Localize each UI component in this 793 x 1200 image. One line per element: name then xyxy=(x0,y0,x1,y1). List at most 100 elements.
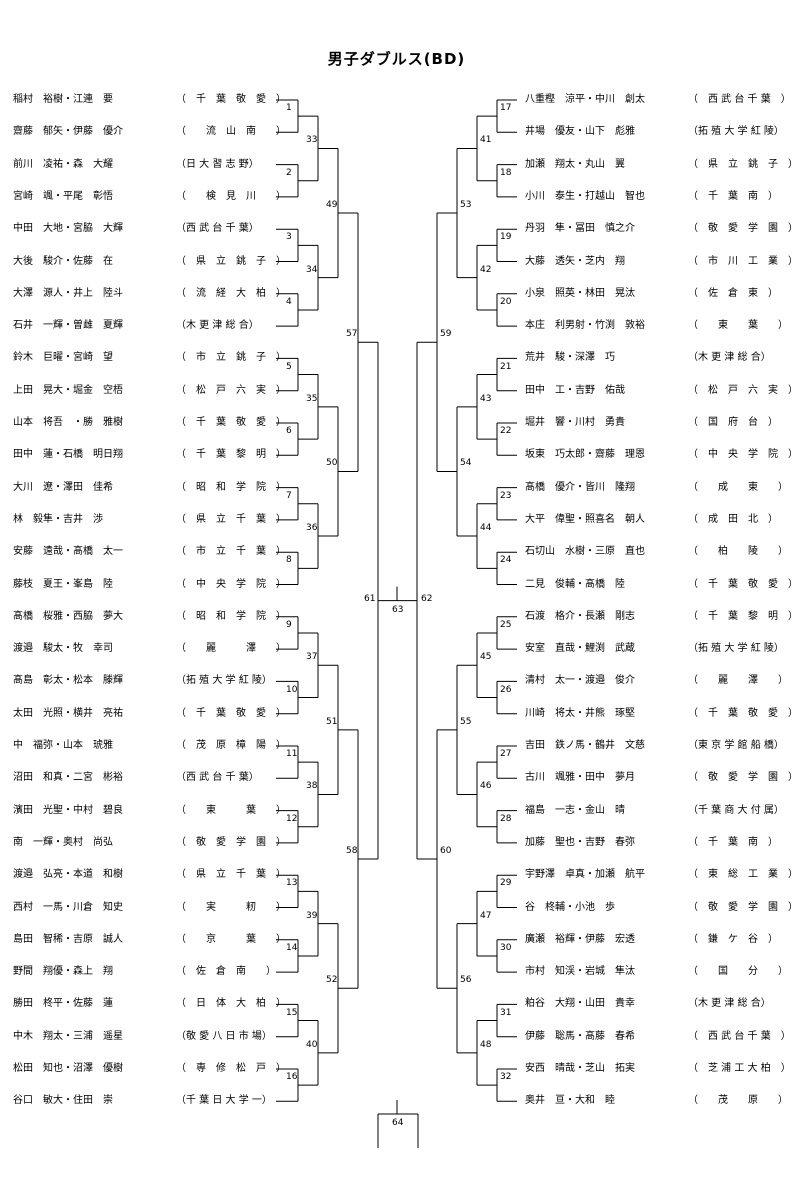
right-player-names: 伊藤 聡馬・髙藤 春希 xyxy=(525,1030,635,1042)
left-player-names: 渡邉 弘亮・本道 和樹 xyxy=(13,869,123,881)
left-player-school: （ 県 立 千 葉 ） xyxy=(176,869,286,881)
right-player-names: 大平 偉聖・照喜名 朝人 xyxy=(525,513,645,525)
match-number: 50 xyxy=(326,458,338,469)
right-player-names: 小川 泰生・打越山 智也 xyxy=(525,190,645,202)
match-number: 3 xyxy=(286,232,292,243)
match-number: 12 xyxy=(286,813,298,824)
right-player-names: 髙橋 優介・皆川 隆翔 xyxy=(525,481,635,493)
left-player-school: （ 中 央 学 院 ） xyxy=(176,578,286,590)
left-player-names: 渡邉 駿太・牧 幸司 xyxy=(13,643,113,655)
match-number: 14 xyxy=(286,942,298,953)
match-number: 27 xyxy=(500,749,512,760)
right-player-school: （ 千 葉 黎 明 ） xyxy=(688,610,793,622)
left-player-names: 太田 光照・横井 亮祐 xyxy=(13,707,123,719)
match-number: 52 xyxy=(326,975,338,986)
match-number: 55 xyxy=(460,716,472,727)
match-number: 39 xyxy=(306,910,318,921)
left-player-names: 安藤 遠哉・髙橋 太一 xyxy=(13,546,123,558)
match-number: 9 xyxy=(286,619,292,630)
left-player-names: 沼田 和真・二宮 彬裕 xyxy=(13,772,123,784)
match-number: 35 xyxy=(306,393,318,404)
right-player-names: 小泉 照英・林田 晃汰 xyxy=(525,287,635,299)
left-player-names: 島田 智稀・吉原 誠人 xyxy=(13,933,123,945)
left-player-names: 藤枝 夏王・峯島 陸 xyxy=(13,578,113,590)
match-number: 2 xyxy=(286,167,292,178)
left-player-names: 田中 蓮・石橋 明日翔 xyxy=(13,449,123,461)
match-number: 17 xyxy=(500,103,512,114)
left-player-school: （ 実 籾 ） xyxy=(176,901,286,913)
left-player-school: （ 佐 倉 南 ） xyxy=(176,966,276,978)
match-number: 30 xyxy=(500,942,512,953)
page-title: 男子ダブルス(BD) xyxy=(327,50,466,68)
match-number: 46 xyxy=(480,781,492,792)
right-player-school: （ 麗 澤 ） xyxy=(688,675,788,687)
right-player-names: 石切山 水樹・三原 直也 xyxy=(525,546,645,558)
left-player-school: （ 東 葉 ） xyxy=(176,804,286,816)
left-player-names: 松田 知也・沼澤 優樹 xyxy=(13,1063,123,1074)
right-player-school: （ 松 戸 六 実 ） xyxy=(688,384,793,396)
right-player-school: （ 市 川 工 業 ） xyxy=(688,255,793,267)
left-player-names: 野間 翔優・森上 翔 xyxy=(13,966,113,978)
right-player-school: （拓 殖 大 学 紅 陵） xyxy=(688,643,784,655)
right-player-school: （ 東 総 工 業 ） xyxy=(688,869,793,881)
match-number: 54 xyxy=(460,458,472,469)
match-number: 51 xyxy=(326,716,338,727)
left-player-school: （ 敬 愛 学 園 ） xyxy=(176,836,286,848)
left-player-school: （ 茂 原 樟 陽 ） xyxy=(176,740,286,751)
left-player-names: 山本 将吾 ・勝 雅樹 xyxy=(13,417,123,428)
right-player-names: 宇野澤 卓真・加瀬 航平 xyxy=(525,869,645,881)
right-player-names: 八重樫 涼平・中川 創太 xyxy=(525,94,645,105)
left-player-school: （ 流 経 大 柏 ） xyxy=(176,287,286,299)
match-number: 42 xyxy=(480,264,492,275)
left-player-school: （ 昭 和 学 院 ） xyxy=(176,610,286,622)
right-player-names: 坂東 巧太郎・齋藤 理恩 xyxy=(525,449,645,461)
right-player-names: 加瀬 翔太・丸山 翼 xyxy=(525,158,625,170)
final-match-number: 63 xyxy=(392,604,404,615)
match-number: 31 xyxy=(500,1007,512,1018)
left-player-school: （木 更 津 総 合） xyxy=(176,320,259,332)
match-number: 1 xyxy=(286,103,292,114)
match-number: 24 xyxy=(500,555,512,566)
match-number: 48 xyxy=(480,1039,492,1050)
match-number: 25 xyxy=(500,619,512,630)
right-player-school: （ 千 葉 敬 愛 ） xyxy=(688,707,793,719)
right-player-school: （千 葉 商 大 付 属） xyxy=(688,804,784,816)
left-player-names: 髙島 彰太・松本 滕輝 xyxy=(13,675,123,687)
left-player-names: 谷口 敏大・住田 崇 xyxy=(13,1095,113,1107)
right-player-school: （ 敬 愛 学 園 ） xyxy=(688,901,793,913)
match-number: 16 xyxy=(286,1072,298,1083)
left-player-school: （千 葉 日 大 学 一） xyxy=(176,1095,272,1107)
right-player-school: （ 千 葉 南 ） xyxy=(688,836,778,848)
left-player-names: 大澤 源人・井上 陸斗 xyxy=(13,287,123,299)
right-player-names: 大藤 透矢・芝内 翔 xyxy=(525,255,625,267)
left-player-school: （ 県 立 千 葉 ） xyxy=(176,513,286,525)
left-player-school: （ 松 戸 六 実 ） xyxy=(176,384,286,396)
right-player-names: 粕谷 大翔・山田 貴幸 xyxy=(525,998,635,1010)
right-player-school: （ 鎌 ケ 谷 ） xyxy=(688,933,778,945)
left-player-names: 上田 晃大・堀金 空梧 xyxy=(13,384,123,396)
match-number: 6 xyxy=(286,426,292,437)
left-player-school: （ 昭 和 学 院 ） xyxy=(176,481,286,493)
right-player-names: 井場 優友・山下 彪雅 xyxy=(525,126,635,138)
match-number: 62 xyxy=(421,593,433,604)
match-number: 5 xyxy=(286,361,292,372)
left-player-names: 林 毅隼・吉井 渉 xyxy=(13,513,103,525)
match-number: 4 xyxy=(286,296,292,307)
left-player-names: 濱田 光聖・中村 碧良 xyxy=(13,804,123,816)
left-player-school: （拓 殖 大 学 紅 陵） xyxy=(176,675,272,687)
left-player-school: （ 市 立 千 葉 ） xyxy=(176,546,286,558)
right-player-names: 安室 直哉・鯉渕 武蔵 xyxy=(525,643,635,655)
match-number: 45 xyxy=(480,652,492,663)
left-player-names: 南 一輝・奥村 尚弘 xyxy=(13,836,113,848)
match-number: 53 xyxy=(460,200,472,211)
match-number: 33 xyxy=(306,135,318,146)
right-player-school: （ 千 葉 敬 愛 ） xyxy=(688,578,793,590)
right-player-names: 田中 工・吉野 佑哉 xyxy=(525,384,625,396)
left-player-school: （ 市 立 銚 子 ） xyxy=(176,352,286,364)
match-number: 47 xyxy=(480,910,492,921)
left-player-school: （敬 愛 八 日 市 場） xyxy=(176,1030,272,1042)
third-place-match-number: 64 xyxy=(392,1118,404,1128)
left-player-names: 中田 大地・宮脇 大輝 xyxy=(13,223,123,235)
left-player-names: 宮崎 颯・平尾 彰悟 xyxy=(13,190,113,202)
right-player-names: 荒井 駿・深澤 巧 xyxy=(525,352,615,364)
